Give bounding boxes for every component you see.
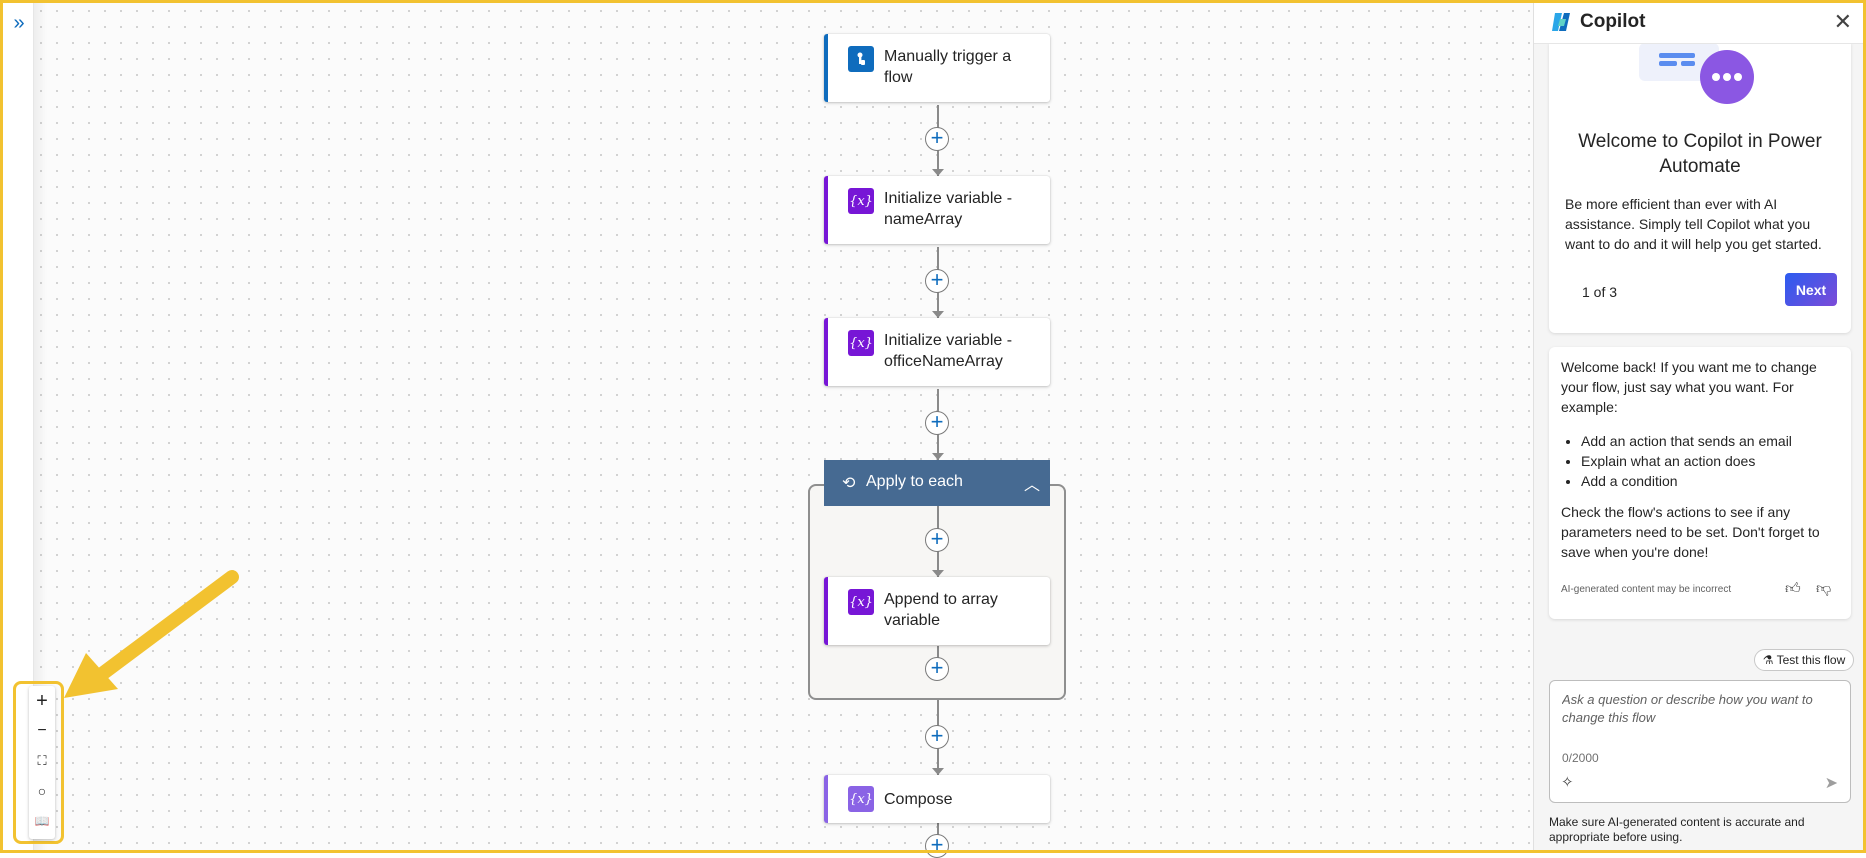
connector-arrow — [932, 570, 944, 577]
char-count: 0/2000 — [1562, 751, 1599, 765]
close-icon[interactable]: ✕ — [1833, 9, 1852, 34]
copilot-title: Copilot — [1580, 11, 1646, 32]
copilot-pane: Welcome to Copilot in Power Automate Be … — [1533, 3, 1864, 850]
card-title: Manually trigger a flow — [884, 48, 1012, 86]
chat-input[interactable] — [1562, 691, 1832, 735]
connector-arrow — [932, 768, 944, 775]
card-title: Compose — [884, 791, 953, 808]
card-accent — [824, 577, 828, 645]
copilot-footer: Make sure AI-generated content is accura… — [1549, 815, 1805, 844]
next-button[interactable]: Next — [1785, 273, 1837, 306]
compose-card[interactable]: {x} Compose — [824, 775, 1050, 823]
list-item: Add a condition — [1581, 471, 1861, 491]
copilot-logo-icon — [1552, 13, 1570, 31]
card-accent — [824, 34, 828, 102]
card-accent — [824, 318, 828, 386]
card-title: Append to array variable — [884, 591, 998, 629]
connector-arrow — [932, 453, 944, 460]
insert-step-button[interactable]: + — [925, 528, 949, 552]
card-title: Initialize variable - nameArray — [884, 190, 1013, 228]
welcome-card: Welcome to Copilot in Power Automate Be … — [1549, 43, 1851, 333]
rail-shadow — [33, 3, 47, 850]
card-accent — [824, 176, 828, 244]
variable-icon: {x} — [848, 589, 874, 615]
list-item: Add an action that sends an email — [1581, 431, 1861, 451]
sparkle-icon[interactable]: ✧ — [1561, 774, 1574, 791]
insert-step-button[interactable]: + — [925, 127, 949, 151]
flow-canvas[interactable] — [33, 3, 1533, 850]
init-variable-namearray-card[interactable]: {x} Initialize variable - nameArray — [824, 176, 1050, 244]
thumbs-down-icon[interactable]: 👎︎ — [1816, 580, 1832, 597]
message-outro: Check the flow's actions to see if any p… — [1561, 504, 1820, 560]
zoom-controls: + − ⛶ ○ 📖 — [29, 686, 55, 839]
test-flow-label: Test this flow — [1776, 653, 1846, 667]
card-title: Initialize variable - officeNameArray — [884, 332, 1013, 370]
chevron-up-icon[interactable]: ︿ — [1023, 477, 1040, 494]
copilot-header: Copilot ✕ — [1534, 3, 1864, 44]
minimap-icon[interactable]: ○ — [37, 783, 47, 799]
insert-step-button[interactable]: + — [925, 725, 949, 749]
zoom-out-button[interactable]: − — [37, 722, 47, 739]
welcome-text: Be more efficient than ever with AI assi… — [1565, 196, 1822, 252]
compose-icon: {x} — [848, 786, 874, 812]
insert-step-button[interactable]: + — [925, 411, 949, 435]
card-accent — [824, 775, 828, 823]
test-flow-button[interactable]: ⚗ Test this flow — [1754, 649, 1854, 671]
left-rail: » — [3, 3, 34, 850]
ai-disclaimer: AI-generated content may be incorrect — [1561, 584, 1732, 595]
insert-step-button[interactable]: + — [925, 269, 949, 293]
init-variable-officenamearray-card[interactable]: {x} Initialize variable - officeNameArra… — [824, 318, 1050, 386]
variable-icon: {x} — [848, 330, 874, 356]
chat-input-box: 0/2000 ✧ ➤ — [1549, 680, 1851, 803]
insert-step-button[interactable]: + — [925, 834, 949, 858]
example-list: Add an action that sends an email Explai… — [1561, 431, 1861, 491]
message-intro: Welcome back! If you want me to change y… — [1561, 359, 1817, 415]
zoom-controls-highlight: + − ⛶ ○ 📖 — [13, 681, 64, 844]
insert-step-button[interactable]: + — [925, 657, 949, 681]
send-icon[interactable]: ➤ — [1824, 775, 1838, 792]
append-to-array-card[interactable]: {x} Append to array variable — [824, 577, 1050, 645]
legend-book-icon[interactable]: 📖 — [34, 814, 50, 828]
pager: 1 of 3 — [1582, 284, 1618, 300]
welcome-title: Welcome to Copilot in Power Automate — [1578, 131, 1822, 177]
copilot-chat-illustration — [1639, 43, 1754, 104]
connector-arrow — [932, 169, 944, 176]
thumbs-up-icon[interactable]: 👍︎ — [1785, 580, 1801, 597]
zoom-in-button[interactable]: + — [36, 690, 48, 712]
expand-panel-icon[interactable]: » — [13, 12, 25, 34]
beaker-icon: ⚗ — [1762, 653, 1777, 667]
list-item: Explain what an action does — [1581, 451, 1861, 471]
manual-trigger-icon — [848, 46, 874, 72]
annotation-arrow-icon — [64, 570, 239, 698]
apply-to-each-header[interactable]: ⟲ Apply to each ︿ — [824, 460, 1050, 506]
loop-icon: ⟲ — [842, 475, 856, 492]
connector-arrow — [932, 311, 944, 318]
loop-title: Apply to each — [866, 473, 963, 490]
trigger-card[interactable]: Manually trigger a flow — [824, 34, 1050, 102]
fit-view-icon[interactable]: ⛶ — [37, 753, 47, 768]
variable-icon: {x} — [848, 188, 874, 214]
copilot-message: Welcome back! If you want me to change y… — [1549, 347, 1851, 619]
